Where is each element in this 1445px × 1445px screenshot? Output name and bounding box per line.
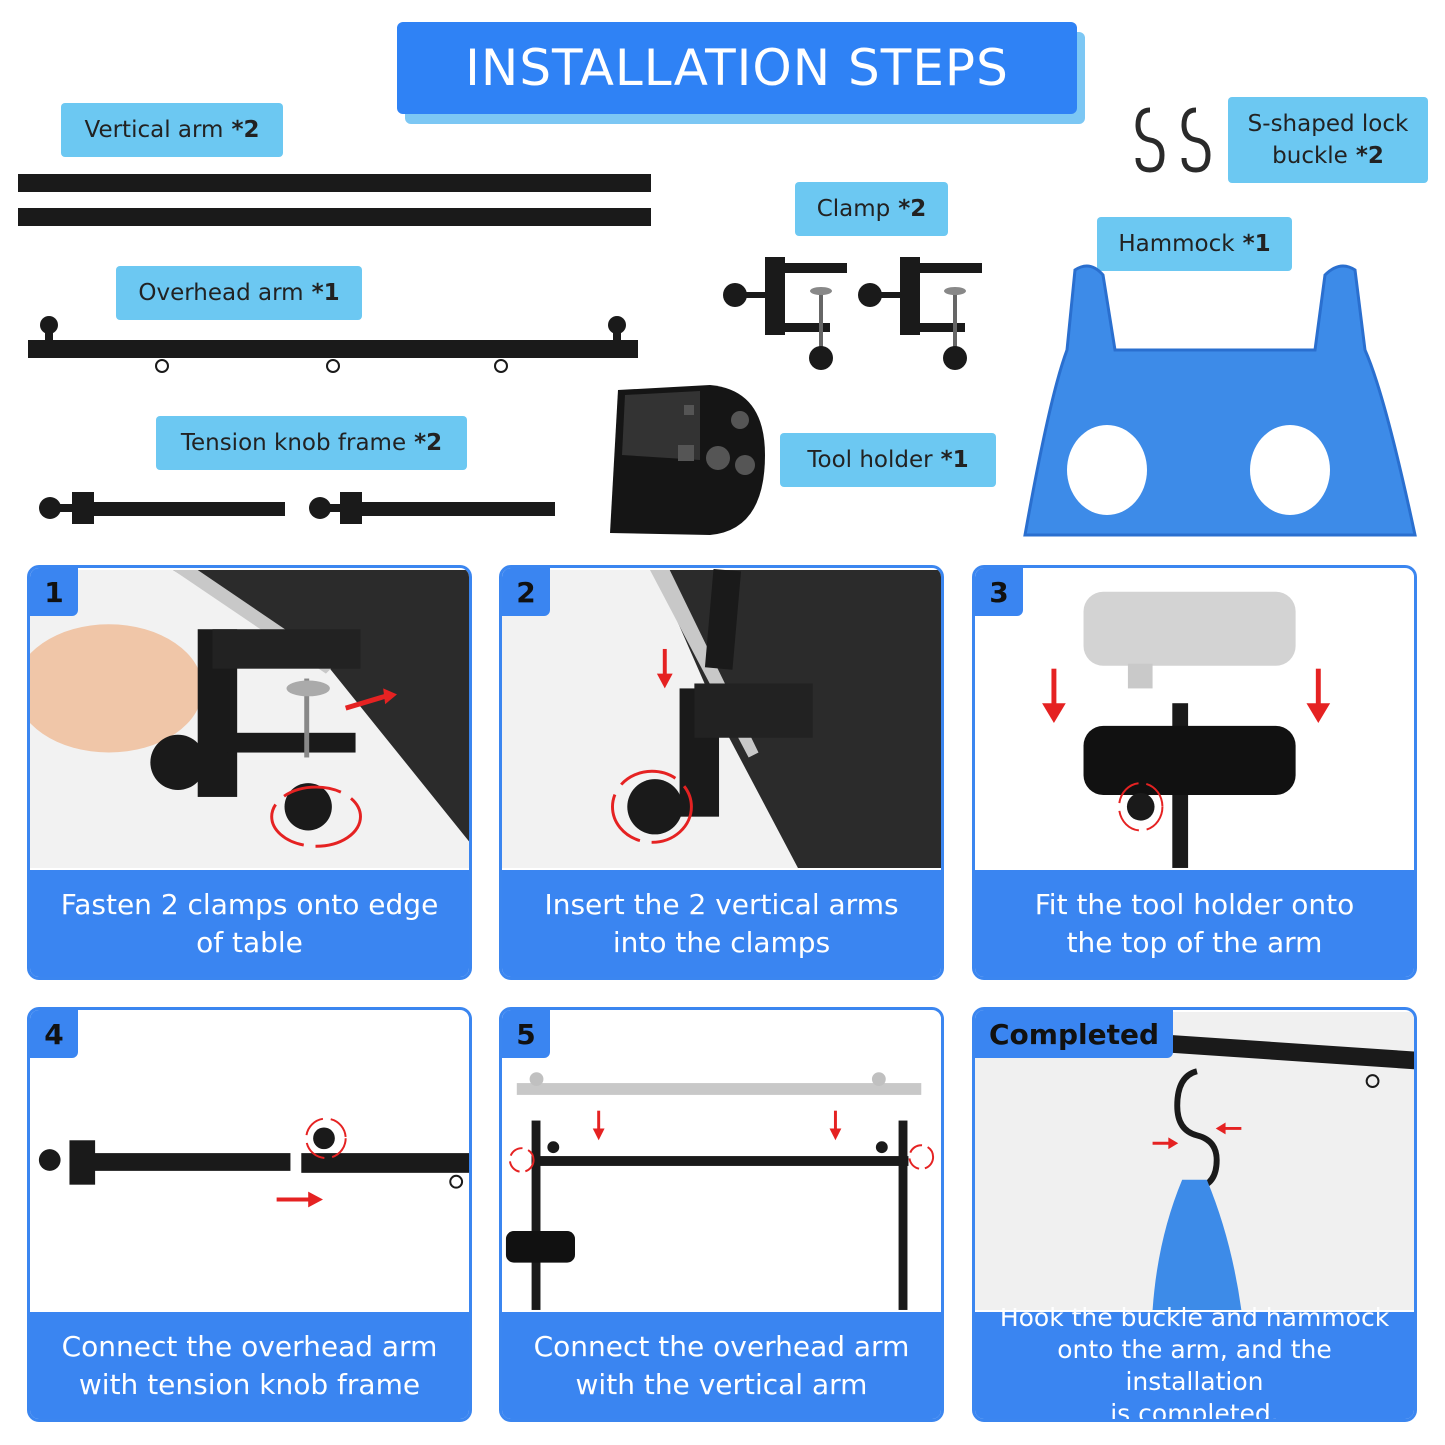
caption-line: with the vertical arm <box>575 1367 868 1401</box>
caption-line: Insert the 2 vertical arms <box>544 887 899 921</box>
step-badge: 3 <box>975 568 1023 616</box>
parts-left-illustration <box>18 174 651 524</box>
page-title: INSTALLATION STEPS <box>397 22 1077 114</box>
tension-knob-frame-image <box>39 492 285 524</box>
label-text: Clamp <box>816 196 891 222</box>
label-text: Hammock <box>1118 231 1235 257</box>
label-text: S-shaped lock <box>1247 111 1409 137</box>
step-card-5: 5 Connect the overhead arm with the verti… <box>499 1007 944 1422</box>
hammock-image <box>1023 264 1417 537</box>
step-caption: Fasten 2 clamps onto edge of table <box>30 870 469 977</box>
label-s-lock-buckle: S-shaped lock buckle *2 <box>1228 97 1428 183</box>
clamp-image <box>723 257 847 370</box>
step-card-3: 3 Fit the tool holder onto the top of the… <box>972 565 1417 980</box>
caption-line: of table <box>196 925 303 959</box>
label-tension-knob-frame: Tension knob frame *2 <box>156 416 467 470</box>
label-text: Tension knob frame <box>180 430 407 456</box>
caption-line: Fasten 2 clamps onto edge <box>60 887 439 921</box>
overhead-arm-image <box>28 316 638 373</box>
step-4-photo <box>30 1012 469 1310</box>
step-card-2: 2 Insert the 2 vertical arms into the cla… <box>499 565 944 980</box>
step-caption: Insert the 2 vertical arms into the clamp… <box>502 870 941 977</box>
step-3-photo <box>975 570 1414 868</box>
label-qty: *1 <box>311 280 340 306</box>
clamp-image <box>858 257 982 370</box>
step-badge: Completed <box>975 1010 1174 1058</box>
caption-line: Hook the buckle and hammock <box>999 1302 1390 1332</box>
step-5-photo <box>502 1012 941 1310</box>
label-text: buckle <box>1272 143 1348 169</box>
step-badge: 4 <box>30 1010 78 1058</box>
step-2-photo <box>502 569 941 868</box>
step-badge: 2 <box>502 568 550 616</box>
caption-line: onto the arm, and the installation <box>1057 1334 1332 1396</box>
step-badge: 5 <box>502 1010 550 1058</box>
step-caption: Connect the overhead arm with the vertica… <box>502 1312 941 1419</box>
step-1-photo <box>30 570 469 868</box>
s-lock-buckle-image <box>1135 107 1211 173</box>
label-qty: *2 <box>1355 143 1384 169</box>
caption-line: Connect the overhead arm <box>533 1329 910 1363</box>
caption-line: with tension knob frame <box>78 1367 421 1401</box>
label-qty: *2 <box>414 430 443 456</box>
step-badge: 1 <box>30 568 78 616</box>
tension-knob-frame-image <box>309 492 555 524</box>
label-tool-holder: Tool holder *1 <box>780 433 996 487</box>
vertical-arm-image <box>18 208 651 226</box>
caption-line: Fit the tool holder onto <box>1034 887 1355 921</box>
completed-photo <box>975 1012 1414 1310</box>
label-clamp: Clamp *2 <box>795 182 948 236</box>
label-vertical-arm: Vertical arm *2 <box>61 103 283 157</box>
step-card-4: 4 Connect the overhead arm with tension k… <box>27 1007 472 1422</box>
label-overhead-arm: Overhead arm *1 <box>116 266 362 320</box>
label-hammock: Hammock *1 <box>1097 217 1292 271</box>
label-text: Overhead arm <box>138 280 304 306</box>
caption-line: Connect the overhead arm <box>61 1329 438 1363</box>
vertical-arm-image <box>18 174 651 192</box>
step-caption: Connect the overhead arm with tension kno… <box>30 1312 469 1419</box>
label-text: Vertical arm <box>84 117 224 143</box>
caption-line: into the clamps <box>612 925 831 959</box>
label-text: Tool holder <box>807 447 933 473</box>
caption-line: is completed. <box>1110 1398 1279 1422</box>
step-card-1: 1 Fasten 2 clamps onto edge of table <box>27 565 472 980</box>
caption-line: the top of the arm <box>1066 925 1323 959</box>
step-caption: Fit the tool holder onto the top of the a… <box>975 870 1414 977</box>
parts-middle-illustration <box>610 257 982 535</box>
label-qty: *2 <box>898 196 927 222</box>
tool-holder-image <box>610 385 765 535</box>
label-qty: *2 <box>231 117 260 143</box>
label-qty: *1 <box>940 447 969 473</box>
label-qty: *1 <box>1242 231 1271 257</box>
